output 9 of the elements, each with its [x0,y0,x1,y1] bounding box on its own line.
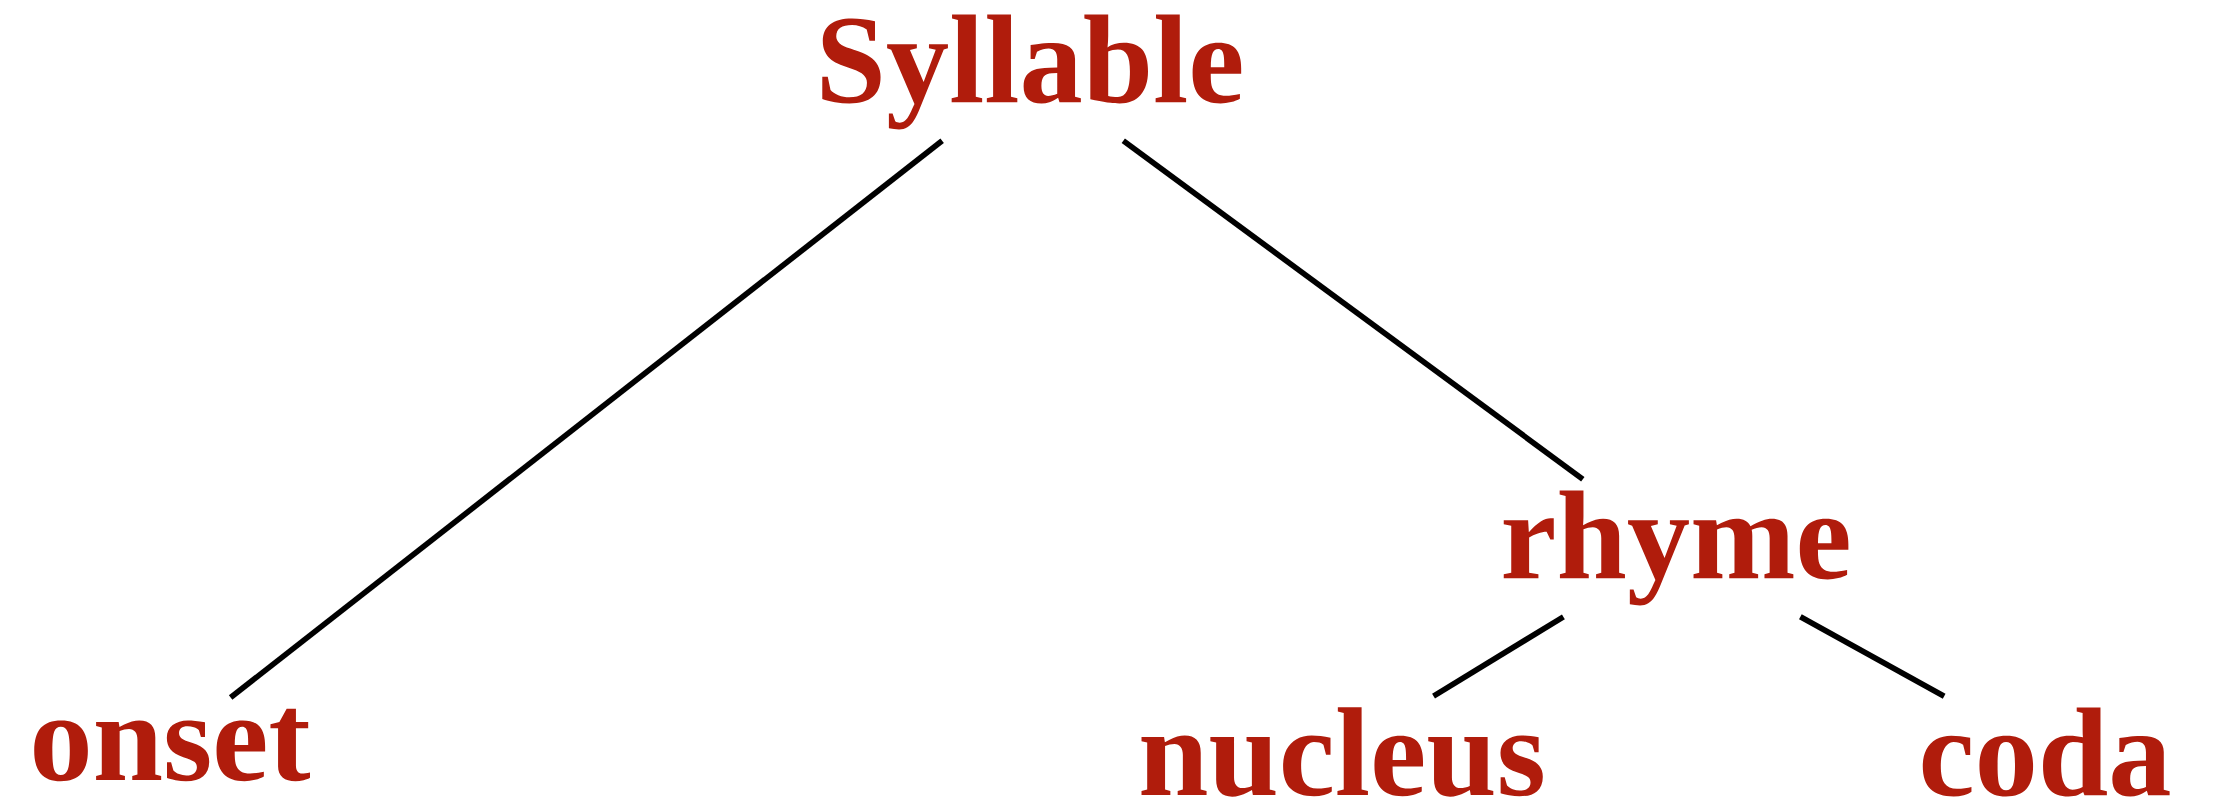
tree-label: nucleus [1141,707,1543,797]
tree-label: coda [1922,707,2170,797]
tree-label: Syllable [822,14,1242,130]
branch-line [1799,614,1946,699]
branch-line [1432,614,1565,699]
branch-line [1121,138,1585,482]
branch-line [228,138,944,700]
tree-label: onset [34,708,310,782]
tree-label: rhyme [1503,490,1849,606]
